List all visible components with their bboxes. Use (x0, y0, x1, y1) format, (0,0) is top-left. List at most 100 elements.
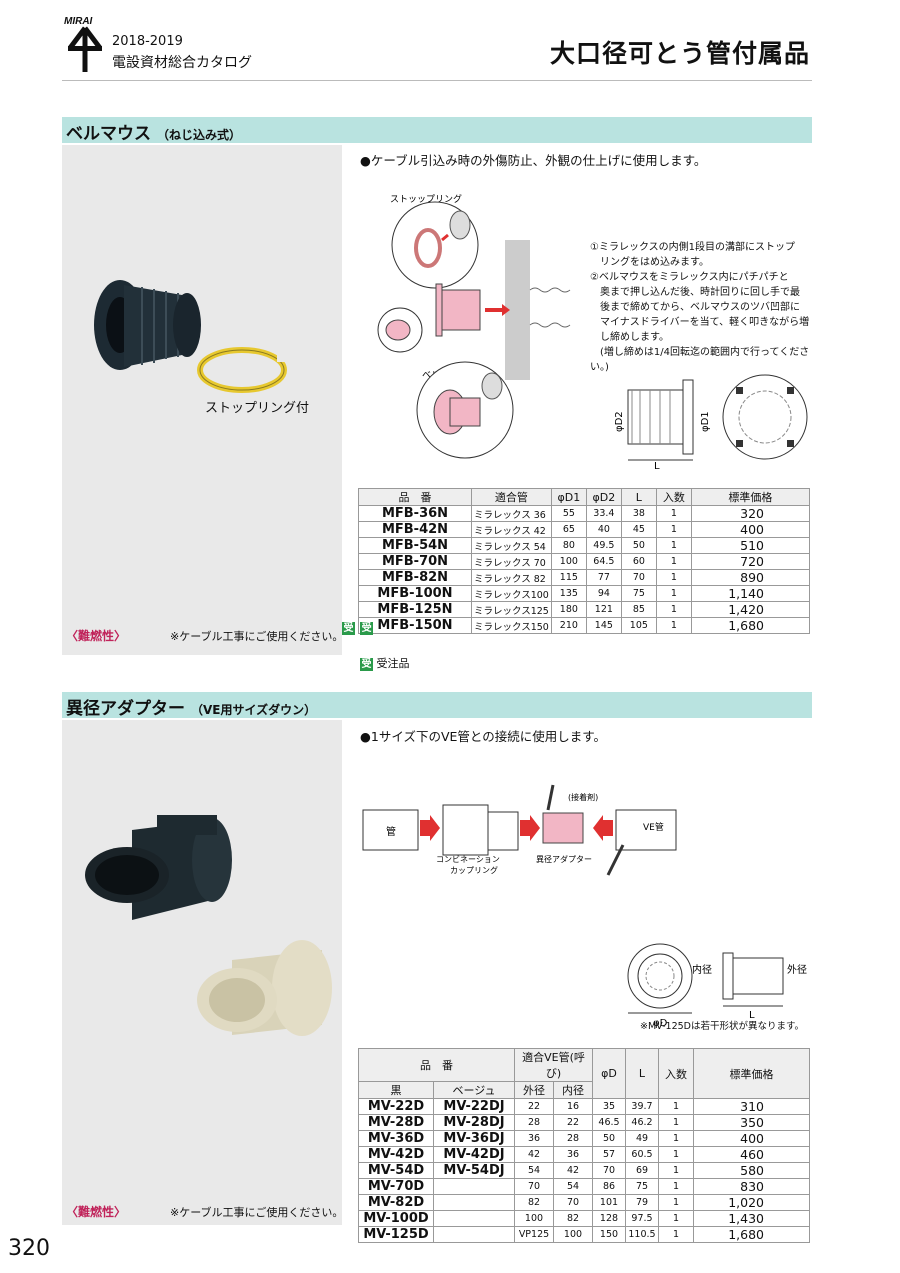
section-title: ベルマウス (66, 124, 151, 144)
d-value: 35 (592, 1098, 626, 1115)
product-code-beige: MV-54DJ (433, 1162, 515, 1179)
catalog-year: 2018-2019 (112, 34, 183, 49)
d-value: 57 (592, 1146, 626, 1163)
table-subheader-row: 黒 ベージュ 外径 内径 (358, 1081, 810, 1099)
qty-value: 1 (655, 521, 692, 538)
id-value: 36 (553, 1146, 593, 1163)
d2-value: 94 (585, 585, 622, 602)
price-value: 580 (693, 1162, 810, 1179)
stopring-label: ストッップリング (390, 193, 462, 205)
l-value: 60.5 (625, 1146, 659, 1163)
l-value: 49 (625, 1130, 659, 1147)
l-value: 75 (620, 585, 657, 602)
fit-pipe: ミラレックス 82 (471, 569, 552, 586)
fit-pipe: ミラレックス 70 (471, 553, 552, 570)
qty-value: 1 (658, 1210, 694, 1227)
l-value: 85 (620, 601, 657, 618)
price-value: 1,680 (690, 617, 811, 634)
table-header-row: 品 番 適合VE管(呼び) φD L 入数 標準価格 (358, 1048, 810, 1099)
d-value: 46.5 (592, 1114, 626, 1131)
d1-value: 135 (550, 585, 587, 602)
col-d1: φD1 (550, 488, 587, 506)
qty-value: 1 (658, 1098, 694, 1115)
step-line: 奥まで押し込んだ後、時計回りに回し手で最 (590, 287, 800, 298)
col-black: 黒 (358, 1081, 434, 1099)
product-code: MFB-36N (358, 505, 472, 522)
step-line: 後まで締めてから、ベルマウスのツバ凹部に (590, 302, 800, 313)
col-price: 標準価格 (693, 1048, 810, 1099)
price-value: 1,420 (690, 601, 811, 618)
d2-value: 49.5 (585, 537, 622, 554)
dim-l: L (749, 1010, 755, 1021)
glue-label: (接着剤) (568, 792, 598, 802)
order-marks: 受 受 (342, 616, 374, 635)
step-line: マイナスドライバーを当て、軽く叩きながら増 (590, 317, 810, 328)
flame-retardant-label: 〈難燃性〉 (66, 1205, 127, 1219)
product-code-beige: MV-36DJ (433, 1130, 515, 1147)
product-code-beige (433, 1194, 515, 1211)
product-code-beige (433, 1178, 515, 1195)
price-value: 400 (690, 521, 811, 538)
order-note: 受注品 (376, 657, 410, 670)
l-value: 45 (620, 521, 657, 538)
price-value: 830 (693, 1178, 810, 1195)
product-code-black: MV-42D (358, 1146, 434, 1163)
id-value: 82 (553, 1210, 593, 1227)
shape-note: ※MV-125Dは若干形状が異なります。 (640, 1021, 805, 1032)
usage-note: ●1サイズ下のVE管との接続に使用します。 (360, 729, 607, 744)
d2-value: 121 (585, 601, 622, 618)
price-value: 1,020 (693, 1194, 810, 1211)
photo-caption: ストップリング付 (205, 401, 310, 416)
qty-value: 1 (655, 569, 692, 586)
id-value: 70 (553, 1194, 593, 1211)
od-value: 82 (514, 1194, 554, 1211)
step-line: リングをはめ込みます。 (590, 257, 709, 268)
flame-retardant-label: 〈難燃性〉 (66, 629, 127, 643)
col-code: 品 番 (358, 488, 472, 506)
d2-value: 64.5 (585, 553, 622, 570)
l-value: 70 (620, 569, 657, 586)
price-value: 510 (690, 537, 811, 554)
adapter-spec-table: 品 番 適合VE管(呼び) φD L 入数 標準価格 黒 ベージュ 外径 内径 … (358, 1048, 810, 1243)
qty-value: 1 (655, 505, 692, 522)
l-value: 110.5 (625, 1226, 659, 1243)
product-code-black: MV-82D (358, 1194, 434, 1211)
l-value: 60 (620, 553, 657, 570)
price-value: 1,140 (690, 585, 811, 602)
price-value: 320 (690, 505, 811, 522)
d-value: 150 (592, 1226, 626, 1243)
l-value: 79 (625, 1194, 659, 1211)
section-bar-bellmouth: ベルマウス（ねじ込み式） (62, 117, 812, 144)
l-value: 39.7 (625, 1098, 659, 1115)
od-value: 54 (514, 1162, 554, 1179)
section-subtitle: （VE用サイズダウン） (191, 703, 317, 717)
adapter-label: 異径アダプター (536, 854, 592, 864)
col-od: 外径 (514, 1081, 554, 1099)
product-code: MFB-42N (358, 521, 472, 538)
step-line: ①ミラレックスの内側1段目の溝部にストップ (590, 242, 796, 253)
fit-pipe: ミラレックス 36 (471, 505, 552, 522)
l-value: 46.2 (625, 1114, 659, 1131)
cable-note: ※ケーブル工事にご使用ください。 (170, 630, 344, 643)
od-value: 70 (514, 1178, 554, 1195)
order-mark-icon: 受 (360, 658, 373, 671)
ve-label: VE管 (643, 821, 664, 833)
qty-value: 1 (658, 1226, 694, 1243)
fit-pipe: ミラレックス 42 (471, 521, 552, 538)
d-value: 86 (592, 1178, 626, 1195)
d1-value: 180 (550, 601, 587, 618)
d1-value: 210 (550, 617, 587, 634)
col-id: 内径 (553, 1081, 593, 1099)
price-value: 1,430 (693, 1210, 810, 1227)
inner-dia-label: 内径 (692, 963, 712, 976)
id-value: 28 (553, 1130, 593, 1147)
l-value: 75 (625, 1178, 659, 1195)
d-value: 101 (592, 1194, 626, 1211)
price-value: 720 (690, 553, 811, 570)
